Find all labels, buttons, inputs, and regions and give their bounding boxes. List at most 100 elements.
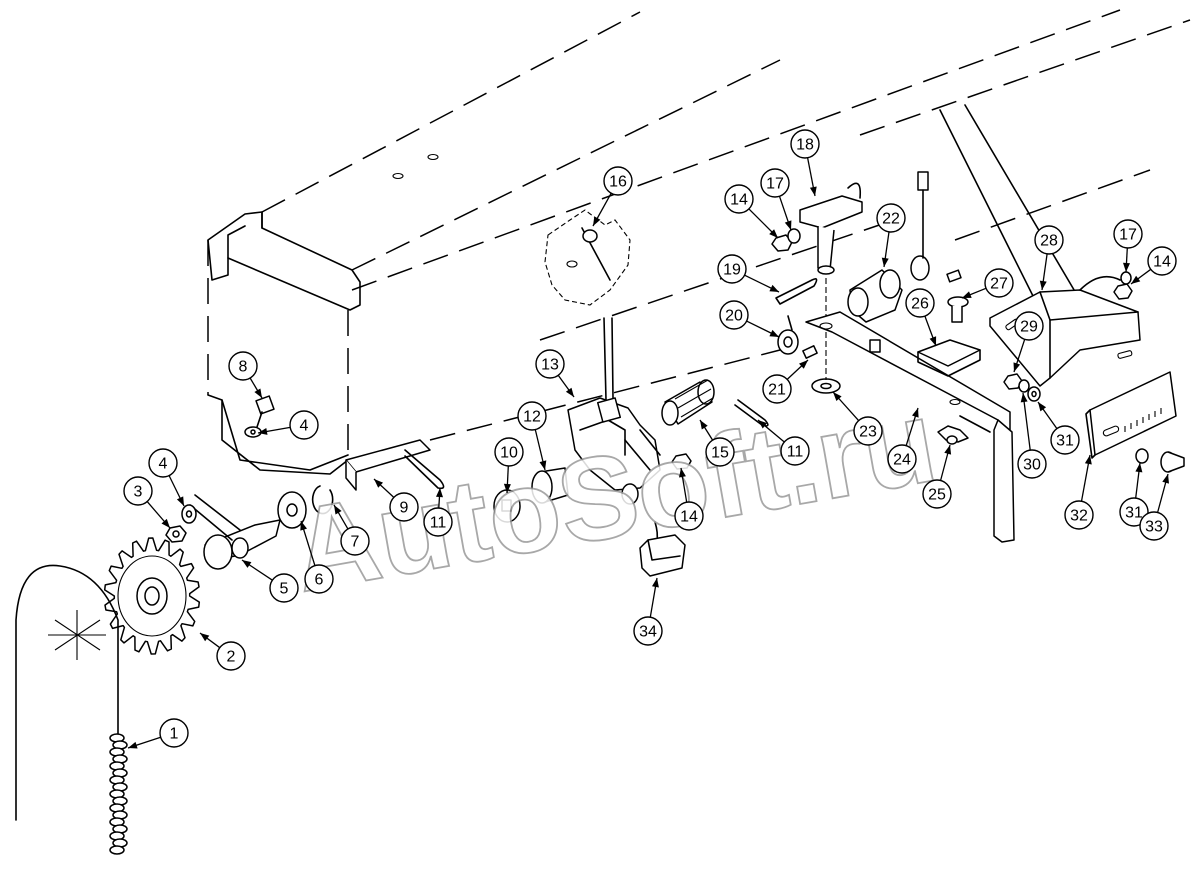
callout-arrowhead [833, 392, 842, 401]
callout-arrowhead [128, 741, 138, 749]
part-13-gearbox [567, 317, 661, 556]
part-19-pin [775, 278, 818, 305]
callout-circle [780, 436, 810, 466]
callout-number: 27 [990, 276, 1008, 293]
callout-circle [719, 300, 749, 330]
callout-circle [1017, 449, 1047, 479]
part-31-washer-lower [1135, 448, 1149, 464]
callout-arrowhead [769, 329, 779, 337]
part-31-washer-upper [1027, 386, 1041, 402]
callout-32: 32 [1064, 454, 1094, 530]
part-24-bracket [805, 311, 1015, 543]
callout-11: 11 [757, 419, 810, 466]
callout-number: 12 [523, 409, 541, 426]
callout-number: 14 [730, 192, 748, 209]
callout-number: 15 [711, 445, 729, 462]
callout-arrowhead [254, 388, 262, 398]
part-33-bolt [1160, 451, 1185, 473]
callout-arrowhead [242, 560, 252, 568]
callout-8: 8 [228, 351, 263, 399]
callout-number: 13 [541, 357, 559, 374]
part-21-set-screw [802, 345, 818, 359]
callout-arrowhead [539, 460, 547, 470]
part-12-bushing [531, 467, 569, 504]
callout-25: 25 [922, 444, 952, 509]
callout-arrowhead [929, 336, 937, 346]
callout-circle [216, 641, 246, 671]
callout-29: 29 [1013, 311, 1044, 373]
callout-31: 31 [1119, 462, 1149, 527]
callout-number: 8 [239, 359, 248, 376]
callout-5: 5 [241, 559, 299, 603]
callout-circle [1034, 225, 1064, 255]
callout-arrowhead [334, 505, 342, 515]
part-34-clip [639, 534, 686, 577]
callout-arrowhead [176, 496, 184, 506]
callout-number: 9 [400, 500, 409, 517]
chain-link [109, 845, 125, 855]
callout-circle [1119, 497, 1149, 527]
callout-arrowhead [161, 518, 170, 528]
callout-circle [674, 501, 704, 531]
part-2-sprocket [103, 537, 201, 655]
callout-arrowhead [1039, 280, 1047, 290]
callout-circle [340, 526, 370, 556]
part-14-nut-right [1113, 283, 1133, 300]
part-6-washer [277, 491, 307, 529]
callout-number: 5 [280, 581, 289, 598]
part-15-knob [661, 379, 715, 426]
callout-14: 14 [1130, 246, 1177, 285]
callout-circle [1064, 500, 1094, 530]
callout-arrowhead [1020, 393, 1028, 403]
callout-number: 23 [859, 424, 877, 441]
part-17-washer-right [1120, 271, 1132, 285]
callout-number: 11 [787, 444, 804, 461]
part-32-scale-plate [1085, 371, 1177, 459]
part-14-nut-top [771, 234, 793, 252]
callout-arrowhead [799, 360, 808, 369]
part-29-nut [1003, 373, 1023, 390]
callout-circle [887, 444, 917, 474]
callout-33: 33 [1139, 473, 1169, 541]
callout-number: 32 [1070, 508, 1088, 525]
callout-11: 11 [423, 487, 453, 537]
part-22-coupler [847, 171, 962, 323]
callout-arrowhead [652, 578, 659, 588]
callout-arrowhead [565, 387, 574, 397]
callout-arrowhead [944, 445, 952, 455]
callout-arrowhead [1013, 362, 1021, 372]
sprocket-phantom-mark [48, 610, 106, 660]
callout-number: 34 [639, 624, 657, 641]
callout-13: 13 [535, 349, 575, 398]
callout-arrowhead [758, 420, 768, 429]
callout-10: 10 [494, 437, 524, 494]
callout-number: 31 [1056, 433, 1074, 450]
callout-20: 20 [719, 300, 780, 338]
callout-circle [517, 401, 547, 431]
part-26-plate [917, 339, 981, 377]
callout-circle [633, 616, 663, 646]
callout-4: 4 [148, 448, 185, 507]
part-20-collar [777, 315, 799, 355]
callout-number: 7 [351, 534, 360, 551]
callout-arrowhead [258, 428, 268, 435]
callout-number: 22 [882, 211, 900, 228]
part-1-chain [15, 564, 128, 855]
callout-arrowhead [200, 633, 210, 642]
part-7-snap-ring [311, 485, 334, 515]
callout-circle [705, 437, 735, 467]
callout-21: 21 [762, 359, 809, 404]
callout-30: 30 [1017, 392, 1047, 479]
callout-number: 29 [1020, 319, 1038, 336]
callout-7: 7 [333, 504, 370, 556]
callout-circle [1014, 311, 1044, 341]
callout-14: 14 [724, 184, 779, 239]
callout-circle [148, 448, 178, 478]
callout-34: 34 [633, 577, 663, 646]
callout-circle [876, 203, 906, 233]
callout-number: 2 [227, 649, 236, 666]
callout-17: 17 [760, 168, 792, 231]
callout-arrowhead [1162, 474, 1169, 484]
callout-27: 27 [961, 268, 1014, 299]
